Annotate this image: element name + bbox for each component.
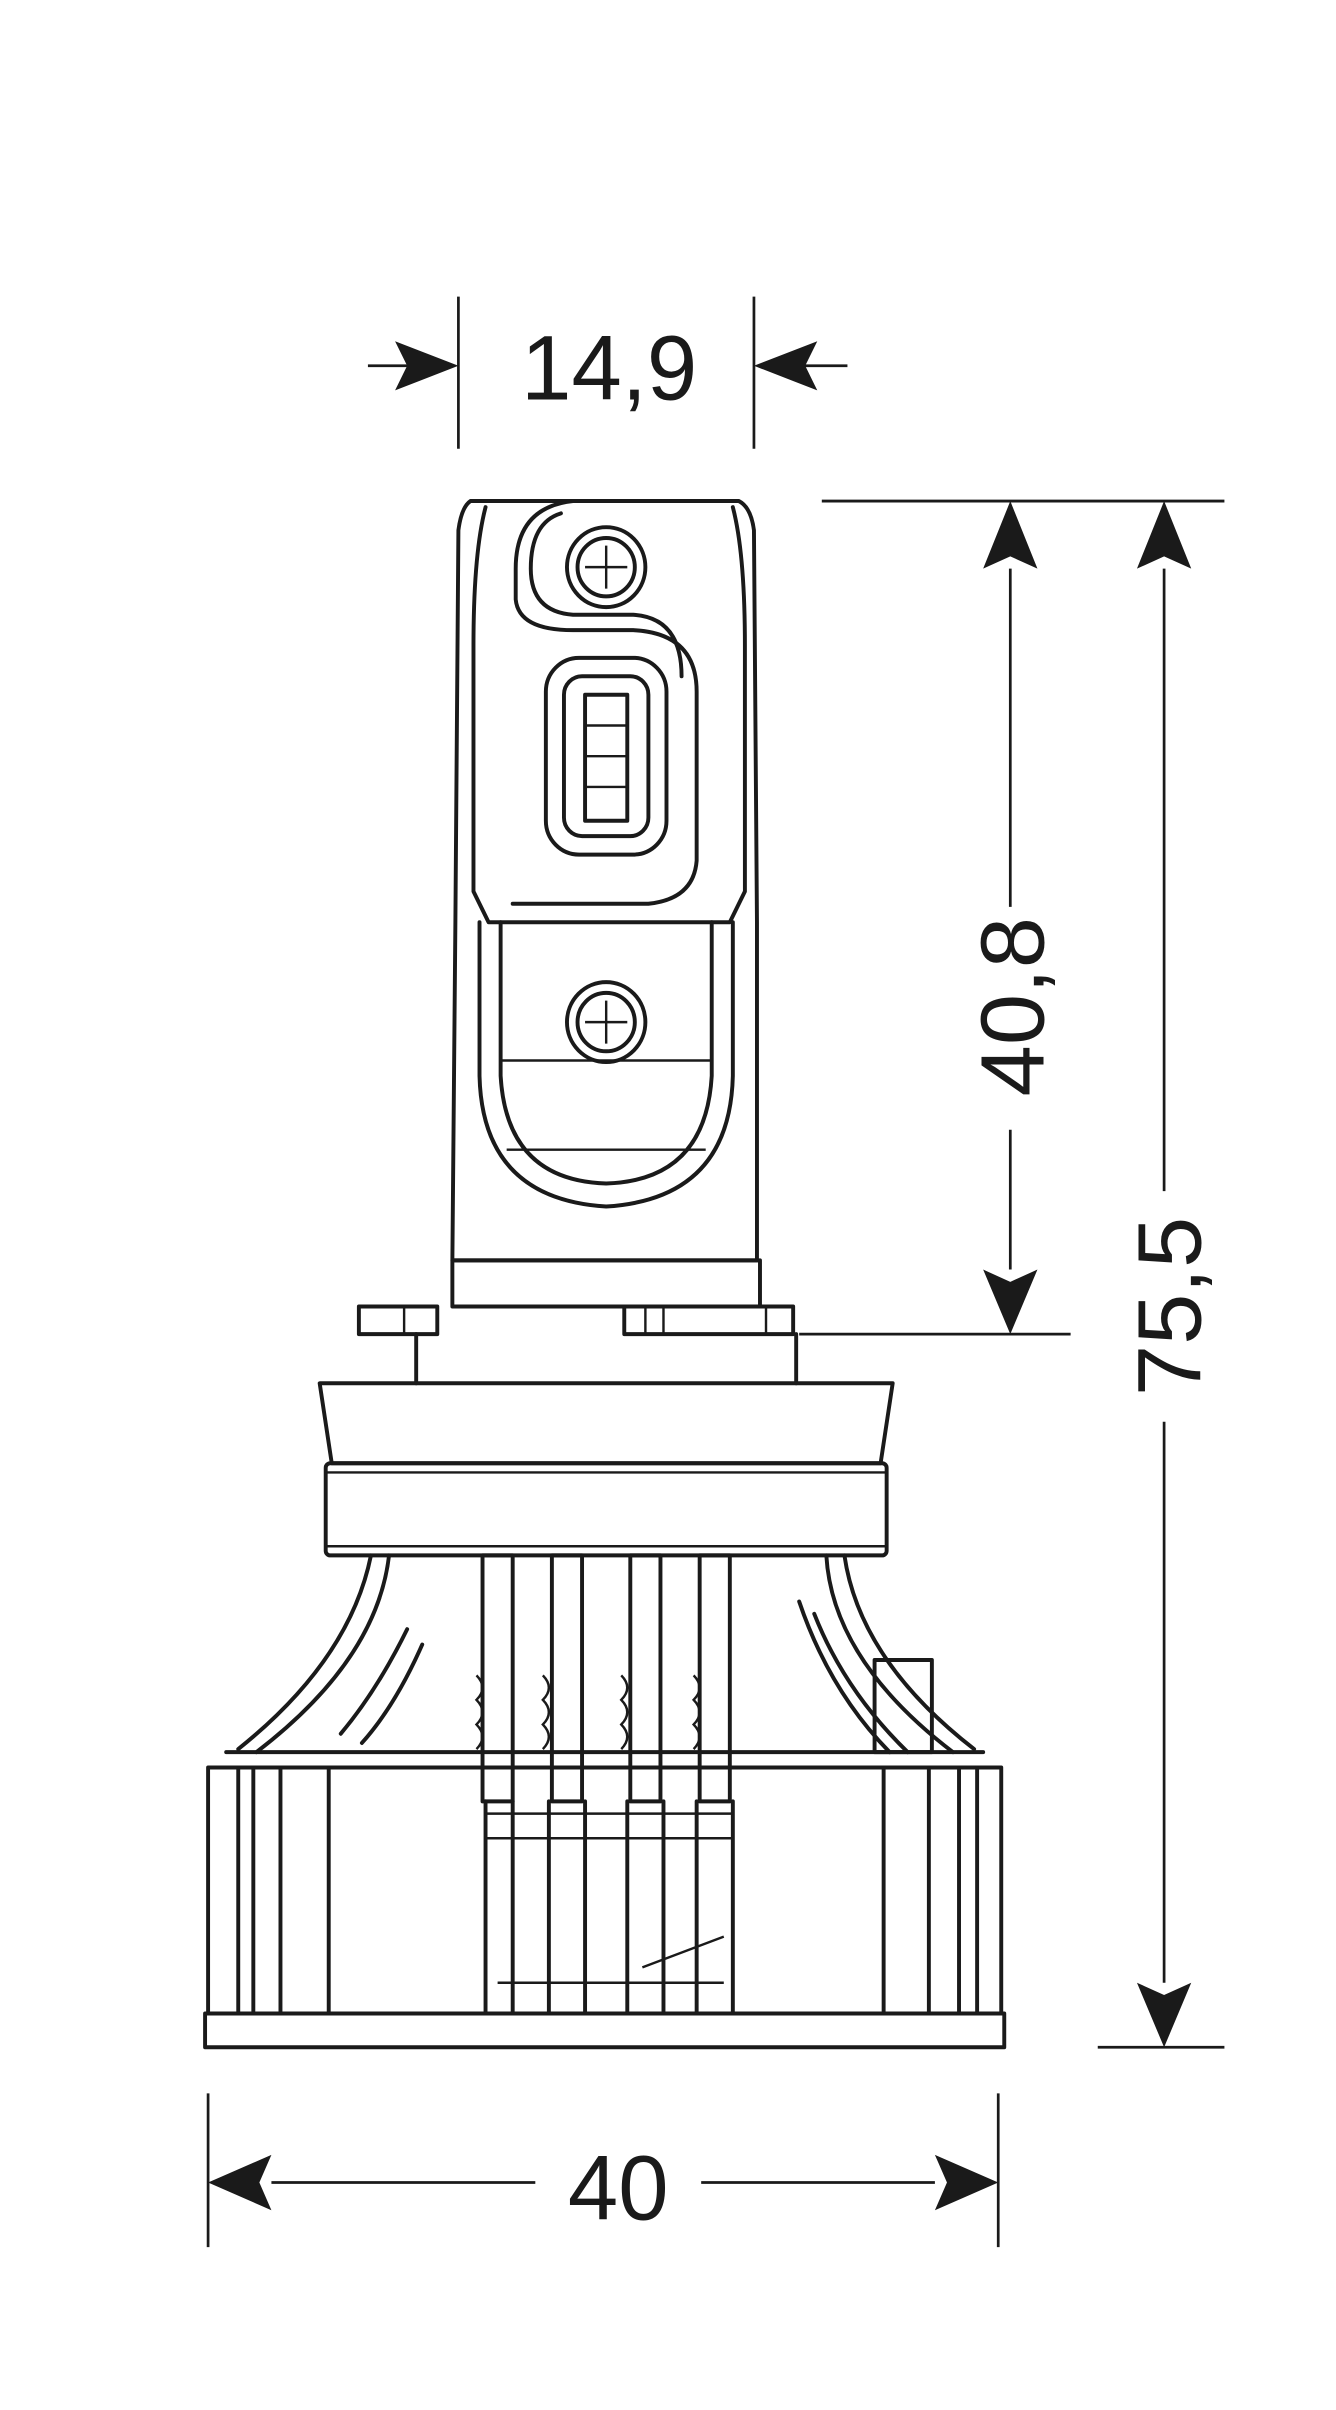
- base-width-label: 40: [568, 2137, 669, 2240]
- dimension-top-width: 14,9: [367, 296, 848, 449]
- head-height-label: 40,8: [962, 917, 1063, 1096]
- led-head: [450, 499, 759, 1263]
- collar: [317, 1258, 895, 1558]
- dimension-base-width: 40: [206, 2093, 1000, 2248]
- dimension-total-height: 75,5: [1097, 501, 1225, 2049]
- dimension-head-height: 40,8: [799, 499, 1225, 1336]
- total-height-label: 75,5: [1119, 1217, 1220, 1396]
- top-width-label: 14,9: [521, 317, 697, 420]
- heatsink: [203, 1553, 1007, 2050]
